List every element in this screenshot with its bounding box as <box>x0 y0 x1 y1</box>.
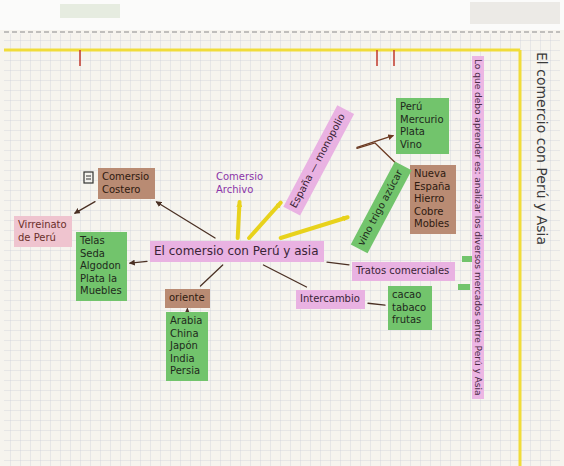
note-text: Lo que debo aprender es: analizar los di… <box>473 59 483 396</box>
connector <box>157 202 216 238</box>
concept-band: Intercambio <box>296 290 365 309</box>
node-text: cacao tabaco frutas <box>392 289 428 327</box>
list-box: Telas Seda Algodon Plata la Muebles <box>76 232 127 301</box>
margin-mark <box>393 50 395 66</box>
connector <box>75 202 95 213</box>
node-text: Tratos comerciales <box>356 265 451 278</box>
node-text: El comersio con Perú y asia <box>154 244 320 259</box>
node-text: vino trigo azúcar <box>355 166 406 248</box>
node-text: Arabia China Japón India Persia <box>170 315 204 378</box>
concept-box: Comersio Costero <box>98 168 155 199</box>
faint-mark <box>470 2 560 24</box>
concept-band: Tratos comerciales <box>352 262 455 281</box>
concept-box: Virreinato de Perú <box>14 216 72 247</box>
margin-mark <box>79 50 81 66</box>
connector <box>249 203 281 238</box>
connector <box>327 262 349 265</box>
note-icon <box>84 172 93 183</box>
cut-line <box>4 32 560 33</box>
central-topic: El comersio con Perú y asia <box>150 241 324 262</box>
page-title: El comercio con Perú y Asia <box>534 52 550 245</box>
green-mark <box>458 284 470 290</box>
note-icon <box>86 179 91 180</box>
node-text: Comersio Costero <box>102 171 151 196</box>
list-box: Arabia China Japón India Persia <box>166 312 208 381</box>
list-box: Perú Mercurio Plata Vino <box>396 98 449 154</box>
connector <box>263 265 306 287</box>
concept-box: oriente <box>165 289 210 308</box>
previous-page <box>0 0 564 30</box>
yellow-border <box>519 50 522 466</box>
node-text: Comersio Archivo <box>216 171 265 196</box>
connector <box>187 309 188 311</box>
connector <box>281 217 348 238</box>
connector <box>238 202 240 238</box>
note-icon <box>86 176 91 177</box>
concept-text: Comersio Archivo <box>212 168 269 199</box>
node-text: Telas Seda Algodon Plata la Muebles <box>80 235 123 298</box>
grid <box>4 34 560 466</box>
connector <box>357 136 393 148</box>
concept-band: España — monopolio <box>284 105 354 215</box>
node-text: España — monopolio <box>288 110 349 210</box>
faint-mark <box>60 4 120 18</box>
concept-band: vino trigo azúcar <box>351 161 411 253</box>
node-text: Nueva España Hierro Cobre Mobles <box>414 168 452 231</box>
margin-mark <box>376 50 378 66</box>
list-box: cacao tabaco frutas <box>388 286 432 330</box>
list-box: Nueva España Hierro Cobre Mobles <box>410 165 456 234</box>
connector <box>200 265 222 286</box>
node-text: Virreinato de Perú <box>18 219 68 244</box>
yellow-border <box>4 49 520 52</box>
node-text: Perú Mercurio Plata Vino <box>400 101 445 151</box>
connector <box>130 261 147 263</box>
node-text: Intercambio <box>300 293 361 306</box>
connector <box>368 303 385 305</box>
node-text: oriente <box>169 292 206 305</box>
